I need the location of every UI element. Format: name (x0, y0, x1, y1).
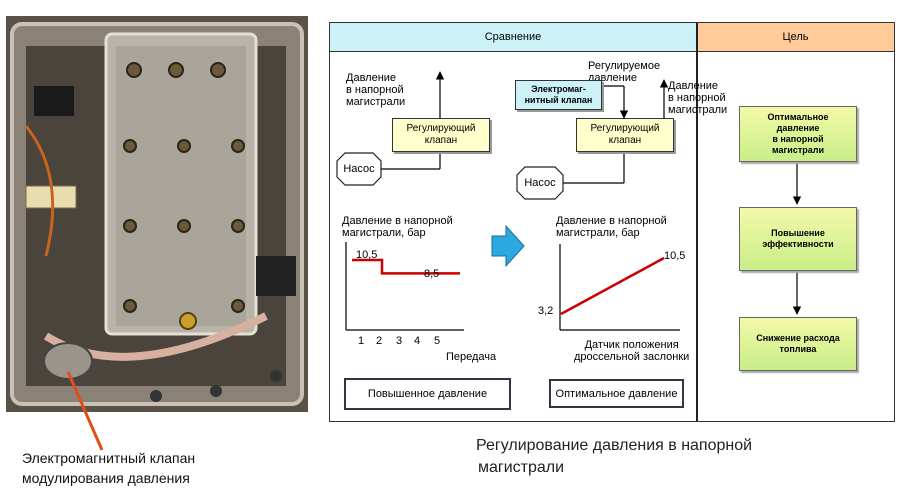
photo-caption-line2: модулирования давления (22, 470, 190, 486)
goal-fuel-saving: Снижение расхода топлива (739, 317, 857, 371)
left-chart-low-label: 8,5 (424, 268, 440, 280)
left-chart-tick-3: 3 (396, 335, 403, 347)
slide-caption-line1: Регулирование давления в напорной (476, 437, 753, 454)
left-chart-tick-4: 4 (414, 335, 421, 347)
right-chart-xlabel: Датчик положения дроссельной заслонки (574, 339, 690, 363)
goal-optimal-pressure: Оптимальное давление в напорной магистра… (739, 106, 857, 162)
slide-caption: Регулирование давления в напорной магист… (476, 435, 752, 479)
goal-header: Цель (697, 23, 894, 52)
right-pressure-label: Давление в напорной магистрали (668, 80, 728, 116)
photo-caption: Электромагнитный клапан модулирования да… (22, 448, 195, 488)
solenoid-valve-box: Электромаг-нитный клапан (515, 80, 602, 110)
left-chart-title: Давление в напорной магистрали, бар (342, 215, 453, 239)
left-pressure-label: Давление в напорной магистрали (346, 72, 406, 108)
increased-pressure-box: Повышенное давление (344, 378, 511, 410)
right-pump-icon (516, 166, 564, 200)
slide-caption-line2: магистрали (478, 459, 565, 476)
comparison-arrow-icon (491, 224, 525, 268)
left-chart-tick-1: 1 (358, 335, 365, 347)
left-chart-tick-2: 2 (376, 335, 383, 347)
right-chart-title: Давление в напорной магистрали, бар (556, 215, 667, 239)
photo-caption-line1: Электромагнитный клапан (22, 450, 196, 466)
valve-body-photo (6, 16, 308, 412)
comparison-header: Сравнение (330, 23, 696, 52)
right-chart-series (560, 256, 665, 316)
left-pump-icon (336, 152, 382, 186)
diagram-frame (329, 22, 895, 422)
column-divider (696, 23, 698, 421)
left-pump-label: Насос (343, 163, 375, 175)
right-pump-label: Насос (524, 177, 556, 189)
left-chart-series (352, 258, 460, 275)
left-chart-xlabel: Передача (446, 351, 497, 363)
goal-efficiency: Повышение эффективности (739, 207, 857, 271)
right-chart-start-label: 3,2 (538, 305, 554, 317)
left-chart-tick-5: 5 (434, 335, 441, 347)
left-chart-high-label: 10,5 (356, 249, 378, 261)
right-chart-end-label: 10,5 (664, 250, 686, 262)
optimal-pressure-box: Оптимальное давление (549, 379, 684, 408)
